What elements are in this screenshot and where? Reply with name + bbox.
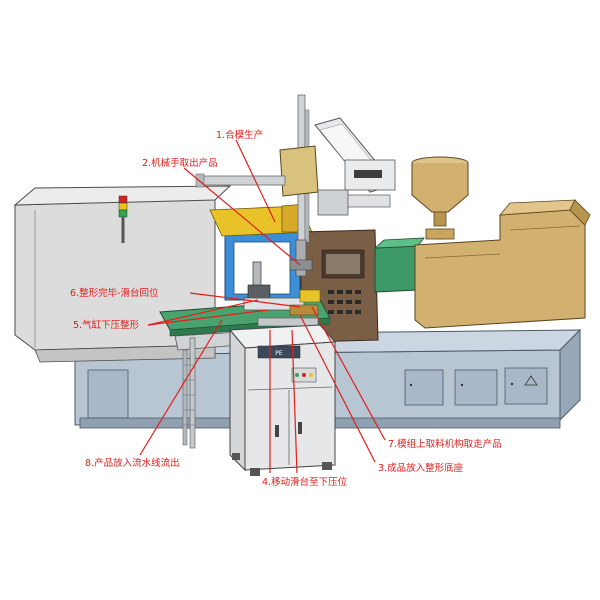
leader-lines — [139, 139, 386, 474]
step-4-label: 4.移动滑台至下压位 — [262, 476, 348, 488]
step-8-label: 8.产品放入流水线流出 — [85, 457, 180, 469]
automation-cabinet: PE — [228, 324, 337, 476]
signal-tower — [118, 195, 128, 243]
hopper — [411, 156, 469, 240]
leader-step-4b — [291, 329, 298, 474]
step-3-label: 3.成品放入整形底座 — [378, 462, 464, 474]
leader-step-6 — [189, 292, 301, 308]
step-2-label: 2.机械手取出产品 — [142, 157, 218, 169]
svg-text:PE: PE — [275, 350, 283, 357]
step-7-label: 7.模组上取料机构取走产品 — [388, 438, 502, 450]
step-5-label: 5.气缸下压整形 — [73, 319, 140, 331]
leader-step-5b — [147, 309, 269, 326]
leader-step-8 — [139, 319, 223, 456]
leader-step-1 — [235, 139, 276, 223]
leader-step-7 — [311, 306, 386, 441]
manipulator — [195, 94, 396, 277]
leader-step-5a — [147, 299, 259, 326]
step-labels: 1.合模生产 2.机械手取出产品 6.整形完毕-滑台回位 5.气缸下压整形 7.… — [70, 129, 502, 488]
leader-step-3 — [299, 314, 376, 463]
step-6-label: 6.整形完毕-滑台回位 — [70, 287, 159, 299]
leader-step-2 — [183, 167, 301, 266]
step-1-label: 1.合模生产 — [216, 129, 263, 141]
injection-unit — [414, 199, 591, 329]
